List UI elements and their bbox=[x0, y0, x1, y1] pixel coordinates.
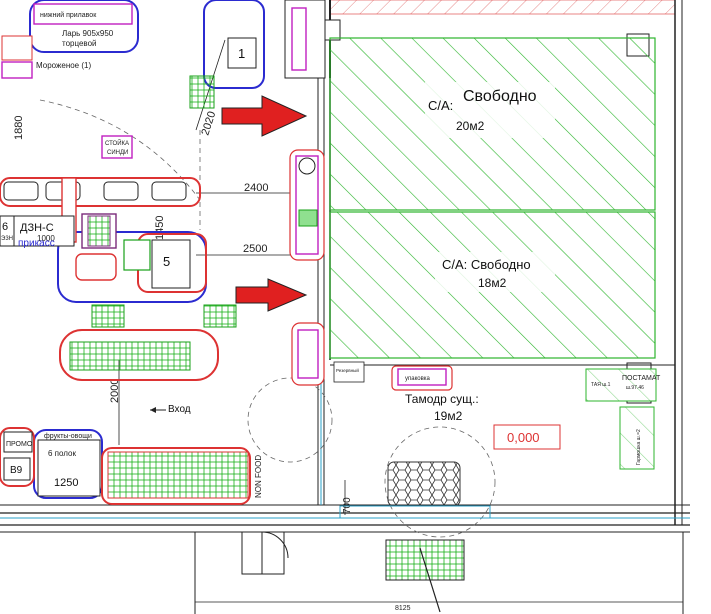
left-six-box bbox=[0, 215, 15, 247]
left-stand bbox=[1, 61, 33, 79]
shelving-1250 bbox=[37, 439, 101, 497]
dim-2000: 2000 bbox=[109, 379, 121, 403]
reserve-label: Резервный bbox=[336, 367, 359, 373]
unit-one bbox=[227, 37, 257, 69]
shelves-6: 6 полок bbox=[48, 449, 76, 458]
unit-five bbox=[151, 239, 191, 289]
dim-8125: 8125 bbox=[395, 605, 411, 612]
b9-label: B9 bbox=[10, 465, 23, 476]
ice-cream-sub: торцевой bbox=[62, 39, 97, 48]
unit-five-label: 5 bbox=[163, 254, 170, 269]
left-num: 6 bbox=[2, 221, 8, 233]
promo-box bbox=[3, 431, 33, 453]
upakovka-label: упаковка bbox=[405, 376, 431, 382]
customs-area: 19м2 bbox=[434, 409, 463, 423]
zone-upper-status: Свободно bbox=[463, 88, 537, 105]
top-hatch-strip bbox=[329, 0, 676, 15]
side-unit-label: Гармошка ш.=2 bbox=[636, 429, 642, 465]
ice-cream-fixture bbox=[33, 3, 133, 25]
reserve-box bbox=[333, 361, 365, 383]
value-box bbox=[493, 424, 561, 450]
dim-700: 700 bbox=[342, 497, 353, 514]
postamat-sub: ш.97.46 bbox=[626, 385, 644, 391]
arrow-lower bbox=[235, 278, 308, 312]
grid-stand bbox=[385, 539, 465, 581]
zone-upper-area: 20м2 bbox=[456, 119, 485, 133]
stand-box bbox=[101, 135, 133, 159]
dim-1450: 1450 bbox=[154, 216, 166, 240]
fruits-label: фрукты-овощи bbox=[44, 433, 92, 440]
dim-1880: 1880 bbox=[13, 116, 25, 140]
zone-upper-prefix: С/А: bbox=[428, 98, 453, 113]
zone-lower-label: С/А: Свободно bbox=[442, 257, 531, 272]
dim-2020: 2020 bbox=[199, 110, 218, 137]
entrance-door bbox=[241, 531, 289, 575]
ice-cream-label: Мороженое (1) bbox=[36, 61, 91, 70]
entrance-label: Вход bbox=[168, 404, 191, 415]
dzn-label: ДЗН-С bbox=[20, 222, 54, 234]
dim-2400: 2400 bbox=[244, 182, 268, 194]
postamat-left: ТАЯ ш.1 bbox=[591, 382, 611, 388]
customs-label: Тамодр сущ.: bbox=[405, 392, 479, 406]
ice-cream-top: Ларь 905х950 bbox=[62, 29, 114, 38]
postamat-label: ПОСТАМАТ bbox=[622, 375, 661, 382]
promo-label: ПРОМО bbox=[6, 441, 33, 448]
unit-one-label: 1 bbox=[238, 46, 245, 61]
value-box-text: 0,000 bbox=[507, 430, 540, 445]
hex-stand bbox=[387, 461, 461, 507]
kassa-top: нижний прилавок bbox=[40, 11, 97, 19]
zone-lower-area: 18м2 bbox=[478, 276, 507, 290]
stand-label: СТОЙКА bbox=[105, 139, 129, 147]
fruit-rack bbox=[107, 451, 249, 499]
stand-sub: СИНДИ bbox=[107, 150, 128, 156]
arrow-upper bbox=[221, 95, 308, 137]
wall-fixtures bbox=[284, 0, 326, 386]
left-num-sub: Э3Н bbox=[1, 236, 13, 242]
dzn-box bbox=[13, 215, 75, 247]
prikass-label: прикасс bbox=[18, 238, 55, 249]
b9-box bbox=[3, 457, 31, 481]
green-carts bbox=[69, 75, 237, 371]
non-food-label: NON FOOD bbox=[254, 455, 263, 498]
shelves-1250: 1250 bbox=[54, 477, 78, 489]
dzn-num: 1000 bbox=[37, 234, 55, 243]
dashed-arcs bbox=[39, 99, 496, 538]
dim-2500: 2500 bbox=[243, 243, 267, 255]
entry-glass bbox=[339, 505, 491, 519]
